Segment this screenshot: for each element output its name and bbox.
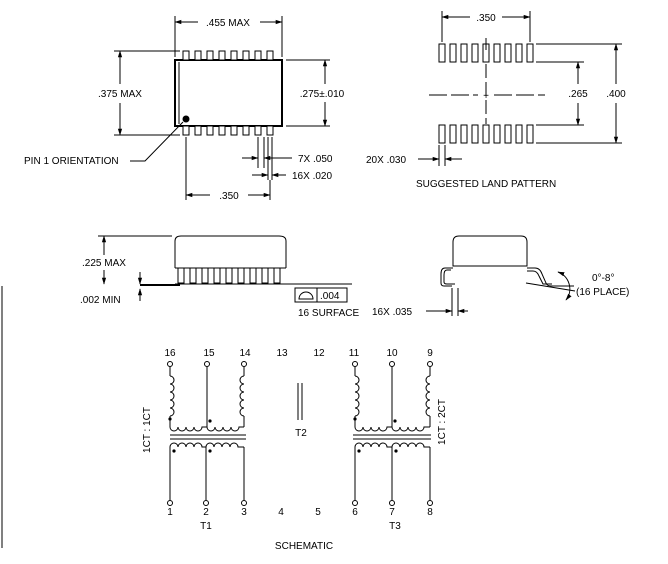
t1-lower-winding xyxy=(167,442,247,506)
flatness-value: .004 xyxy=(320,291,340,302)
land-pattern: + .350 .265 .400 20X .030 SUGGESTED LAND… xyxy=(366,11,626,190)
top-view: .455 MAX .375 MAX .275±.010 PIN 1 ORIENT… xyxy=(24,16,345,202)
t3-label: T3 xyxy=(389,521,401,532)
standoff-dimension: .002 MIN xyxy=(80,295,121,306)
t1-label: T1 xyxy=(200,521,212,532)
t3-lower-winding xyxy=(352,442,433,506)
schematic-caption: SCHEMATIC xyxy=(275,541,333,552)
pin-label-9: 9 xyxy=(427,348,433,359)
pin-label-11: 11 xyxy=(349,348,360,359)
pin-label-13: 13 xyxy=(276,348,288,359)
pin-label-16: 16 xyxy=(164,348,176,359)
pin1-orientation-label: PIN 1 ORIENTATION xyxy=(24,156,119,167)
schematic: 16 15 14 13 12 11 10 9 1 2 3 4 5 6 7 8 xyxy=(142,348,448,552)
lead-width-dimension: 16X .035 xyxy=(372,307,412,318)
pin-spacing-dimension: 7X .050 xyxy=(298,154,333,165)
side-view: .225 MAX .002 MIN .004 16 SURFACE xyxy=(80,235,359,319)
t1-ratio: 1CT : 1CT xyxy=(142,407,153,453)
top-pins-row-upper xyxy=(182,50,274,61)
t1-upper-winding xyxy=(167,361,247,432)
pin-label-12: 12 xyxy=(313,348,325,359)
height-dimension: .375 MAX xyxy=(98,89,142,100)
pin-label-5: 5 xyxy=(315,507,321,518)
angle-arc xyxy=(557,271,572,301)
pin-label-7: 7 xyxy=(389,507,395,518)
top-pins-row-lower xyxy=(182,125,274,136)
lead-angle-place: (16 PLACE) xyxy=(576,287,629,298)
package-body-end xyxy=(452,235,528,267)
package-body-top xyxy=(174,59,283,127)
pin-label-8: 8 xyxy=(427,507,433,518)
land-pattern-caption: SUGGESTED LAND PATTERN xyxy=(416,179,556,190)
land-pads-upper xyxy=(438,43,534,63)
land-inner-dimension: .265 xyxy=(568,89,588,100)
surface-label: 16 SURFACE xyxy=(298,308,359,319)
center-cross: + xyxy=(483,91,489,102)
t3-upper-winding xyxy=(352,361,433,432)
land-pads-lower xyxy=(438,124,534,144)
package-body-side xyxy=(174,235,287,268)
body-height-dimension: .275±.010 xyxy=(300,89,345,100)
pin-label-1: 1 xyxy=(167,507,173,518)
land-outer-dimension: .400 xyxy=(606,89,626,100)
surface-profile-icon xyxy=(298,291,314,300)
side-leads xyxy=(177,267,281,284)
pin-label-6: 6 xyxy=(352,507,358,518)
pin1-dot xyxy=(182,115,190,123)
pin-label-4: 4 xyxy=(278,507,284,518)
pin-label-3: 3 xyxy=(241,507,247,518)
pin-label-14: 14 xyxy=(239,348,251,359)
pin-label-15: 15 xyxy=(203,348,215,359)
pin-label-2: 2 xyxy=(203,507,209,518)
t2-label: T2 xyxy=(295,428,307,439)
lead-angle-dimension: 0°-8° xyxy=(592,273,614,284)
row-width-dimension: .350 xyxy=(219,191,239,202)
land-width-dimension: .350 xyxy=(476,13,496,24)
t3-ratio: 1CT : 2CT xyxy=(437,399,448,445)
pad-width-dimension: 20X .030 xyxy=(366,155,406,166)
width-dimension: .455 MAX xyxy=(206,18,250,29)
side-height-dimension: .225 MAX xyxy=(82,258,126,269)
end-view: 16X .035 0°-8° (16 PLACE) xyxy=(372,235,629,318)
pin-label-10: 10 xyxy=(386,348,398,359)
pin-width-dimension: 16X .020 xyxy=(292,171,332,182)
